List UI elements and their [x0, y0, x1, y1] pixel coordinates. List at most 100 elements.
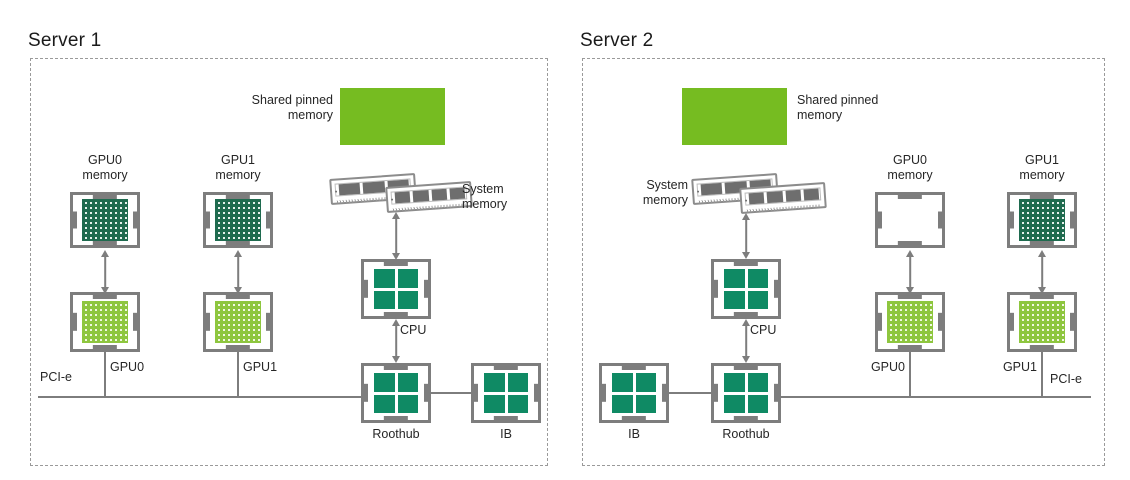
chip-tab-top [733, 365, 759, 370]
server-1-ib-chip [471, 363, 541, 423]
server-1-gpu1-memory-link-arrow [231, 250, 245, 294]
server-2-gpu1-label: GPU1 [1002, 360, 1037, 374]
server-2-cpu-label: CPU [750, 323, 777, 337]
arrow-head-down [234, 287, 242, 294]
shared-pinned-memory-label-line2: memory [797, 108, 843, 122]
gpu0-memory-label-line1: GPU0 [892, 153, 928, 167]
chip-tab-bottom [493, 416, 519, 421]
server-1-gpu1-memory-chip [203, 192, 273, 248]
chip-tab-top [493, 365, 519, 370]
chip-tab-top [92, 194, 118, 199]
arrow-head-down [392, 356, 400, 363]
server-1-system-memory-cpu-arrow [389, 212, 403, 260]
chip-tab-left [72, 211, 77, 229]
arrow-head-up [392, 319, 400, 326]
chip-tab-bottom [621, 416, 647, 421]
arrow-shaft [395, 218, 397, 254]
cpu-quad-core [374, 269, 418, 309]
server-2-shared-pinned-memory-label: Shared pinned memory [797, 93, 878, 123]
arrow-head-up [234, 250, 242, 257]
chip-tab-left [713, 383, 718, 403]
shared-pinned-memory-label-line1: Shared pinned [797, 93, 879, 107]
server-1-cpu-label: CPU [400, 323, 427, 337]
server-1-pcie-label: PCI-e [40, 370, 72, 384]
server-1-gpu1-memory-label: GPU1 memory [185, 153, 291, 183]
shared-pinned-memory-label-line2: memory [287, 108, 333, 122]
gpu1-chip-grid-fill [215, 301, 261, 343]
chip-tab-top [897, 194, 923, 199]
server-1-gpu1-chip [203, 292, 273, 352]
chip-tab-right [534, 383, 539, 403]
ib-quad-core [612, 373, 656, 413]
server-1-gpu1-label: GPU1 [243, 360, 278, 374]
gpu0-memory-label-line2: memory [887, 168, 933, 182]
server-2-roothub-ib-link [667, 392, 713, 394]
server-1-roothub-chip [361, 363, 431, 423]
chip-tab-top [733, 261, 759, 266]
chip-tab-right [1070, 211, 1075, 229]
server-1-system-memory-label: System memory [462, 182, 507, 212]
server-1-gpu1-bus-line [237, 352, 239, 397]
gpu1-memory-grid-fill [215, 199, 261, 241]
chip-tab-top [383, 365, 409, 370]
chip-tab-bottom [1029, 345, 1055, 350]
chip-tab-right [266, 211, 271, 229]
chip-tab-top [621, 365, 647, 370]
dimm-notch [745, 199, 748, 202]
chip-tab-bottom [733, 416, 759, 421]
server-2-gpu0-bus-line [909, 352, 911, 397]
server-1-cpu-roothub-arrow [389, 319, 403, 363]
server-1-roothub-ib-link [429, 392, 473, 394]
chip-tab-top [897, 294, 923, 299]
chip-tab-bottom [1029, 241, 1055, 246]
arrow-shaft [745, 219, 747, 253]
server-2-pcie-bus-line [779, 396, 1091, 398]
server-2-gpu0-chip [875, 292, 945, 352]
server-1-gpu0-memory-link-arrow [98, 250, 112, 294]
gpu0-memory-label-line2: memory [82, 168, 128, 182]
server-2-gpu1-chip [1007, 292, 1077, 352]
chip-tab-bottom [383, 416, 409, 421]
server-2-roothub-chip [711, 363, 781, 423]
chip-tab-left [363, 383, 368, 403]
server-2-pcie-label: PCI-e [1050, 372, 1082, 386]
chip-tab-bottom [897, 241, 923, 246]
chip-tab-right [938, 211, 943, 229]
server-2-gpu0-memory-link-arrow [903, 250, 917, 294]
server-1-pcie-bus-line [38, 396, 363, 398]
arrow-head-up [101, 250, 109, 257]
chip-tab-right [938, 312, 943, 332]
chip-tab-top [92, 294, 118, 299]
system-memory-label-line1: System [462, 182, 504, 196]
gpu0-chip-grid-fill [82, 301, 128, 343]
server-2-title: Server 2 [580, 30, 654, 51]
chip-tab-bottom [92, 241, 118, 246]
ib-quad-core [484, 373, 528, 413]
chip-tab-right [424, 279, 429, 299]
server-2-cpu-chip [711, 259, 781, 319]
server-2-system-memory-label: System memory [612, 178, 688, 208]
arrow-head-up [1038, 250, 1046, 257]
system-memory-label-line2: memory [642, 193, 688, 207]
server-1-cpu-chip [361, 259, 431, 319]
chip-tab-top [1029, 194, 1055, 199]
server-1-roothub-label: Roothub [372, 427, 420, 441]
chip-tab-right [133, 312, 138, 332]
arrow-head-down [742, 252, 750, 259]
chip-tab-bottom [897, 345, 923, 350]
server-1-title: Server 1 [28, 30, 102, 51]
server-1-gpu0-label: GPU0 [110, 360, 145, 374]
cpu-quad-core [724, 269, 768, 309]
system-memory-label-line2: memory [462, 197, 508, 211]
dimm-notch [335, 190, 338, 193]
arrow-head-down [101, 287, 109, 294]
chip-tab-left [877, 312, 882, 332]
chip-tab-right [1070, 312, 1075, 332]
gpu1-memory-label-line1: GPU1 [220, 153, 256, 167]
chip-tab-top [383, 261, 409, 266]
arrow-shaft [104, 256, 106, 288]
chip-tab-left [877, 211, 882, 229]
gpu1-memory-label-line1: GPU1 [1024, 153, 1060, 167]
chip-tab-left [1009, 211, 1014, 229]
